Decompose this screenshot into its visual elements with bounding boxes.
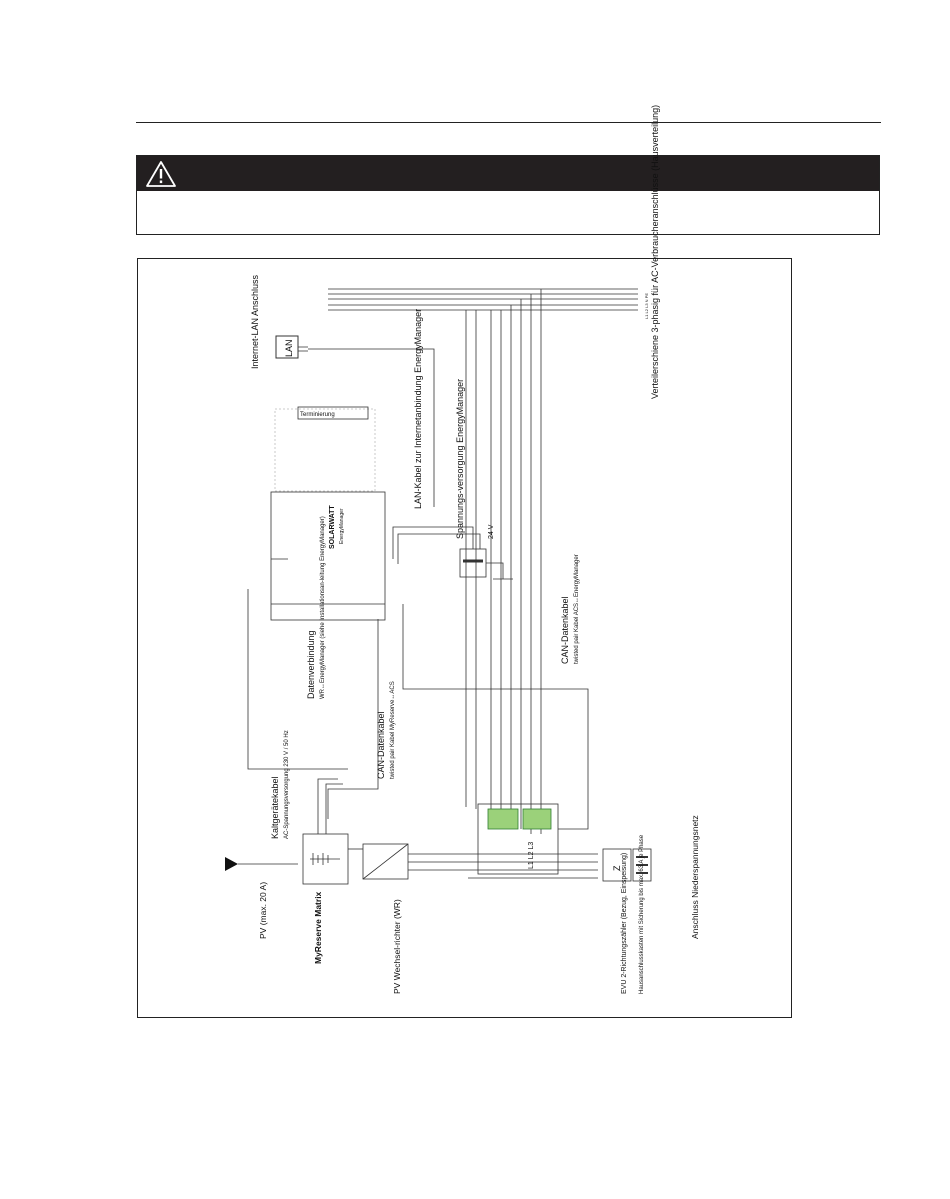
label-myreserve-matrix: MyReserve Matrix (313, 891, 323, 964)
label-data-connection: Datenverbindung (306, 630, 316, 699)
label-busbar-lines: L1 L2 L3 N PE (644, 293, 649, 319)
energy-manager-extension (274, 408, 376, 492)
label-can-cable-1: CAN-Datenkabel (376, 711, 386, 779)
house-connection-box (632, 848, 652, 882)
top-rule (136, 122, 881, 123)
termination-box (297, 406, 369, 420)
label-cold-device-cable-sub: AC-Spannungsversorgung 230 V / 50 Hz (284, 730, 290, 839)
label-termination: Terminierung (300, 412, 335, 418)
wiring-diagram: PV (max. 20 A) MyReserve Matrix PV Wechs… (137, 105, 792, 1018)
label-data-connection-sub: WR↔EnergyManager (siehe Installationsan-… (320, 516, 326, 699)
label-lan-cable: LAN-Kabel zur Internetanbindung EnergyMa… (413, 309, 423, 509)
label-cold-device-cable: Kaltgerätekabel (270, 776, 280, 839)
label-pv-input: PV (max. 20 A) (258, 882, 268, 939)
label-solarwatt-brand: SOLARWATT (329, 505, 336, 549)
pv-inverter-box (362, 843, 409, 880)
label-can-cable-1-sub: twisted pair Kabel MyReserve↔ACS (390, 681, 396, 779)
label-phases: L1 L2 L3 (528, 842, 535, 869)
label-internet-lan: Internet-LAN Anschluss (250, 274, 260, 369)
label-can-cable-2: CAN-Datenkabel (560, 596, 570, 664)
label-busbar: Verteilerschiene 3-phasig für AC-Verbrau… (650, 105, 660, 399)
acs-terminal-green-2 (522, 808, 552, 830)
warning-box (136, 155, 880, 235)
label-energy-manager: EnergyManager (339, 508, 345, 544)
warning-triangle-icon (146, 161, 176, 187)
warning-header (137, 156, 879, 191)
energy-manager-box (270, 491, 386, 621)
label-power-supply: Spannungs-versorgung EnergyManager (455, 379, 465, 539)
label-meter-symbol: Z (612, 865, 622, 871)
power-supply-box (459, 548, 487, 578)
acs-meter-box (477, 803, 559, 875)
wiring-diagram-svg: PV (max. 20 A) MyReserve Matrix PV Wechs… (225, 105, 700, 994)
label-lan-box: LAN (284, 339, 294, 357)
lan-cable (308, 348, 435, 507)
label-can-cable-2-sub: twisted pair Kabel ACS↔EnergyManager (574, 554, 580, 664)
pv-arrow-icon (225, 857, 238, 871)
label-evu-meter: EVU 2-Richtungszähler (Bezug, Einspeisun… (621, 853, 628, 994)
label-house-box: Hausanschlusskasten mit Sicherung bis ma… (639, 834, 645, 994)
lan-box (275, 335, 299, 359)
label-power-supply-voltage: 24 V (488, 524, 495, 539)
label-mains-connection: Anschluss Niederspannungsnetz (690, 815, 700, 939)
myreserve-matrix-box (302, 833, 349, 885)
evu-meter-box (602, 848, 632, 882)
acs-terminal-green (487, 808, 519, 830)
label-pv-inverter: PV Wechsel-richter (WR) (392, 899, 402, 994)
